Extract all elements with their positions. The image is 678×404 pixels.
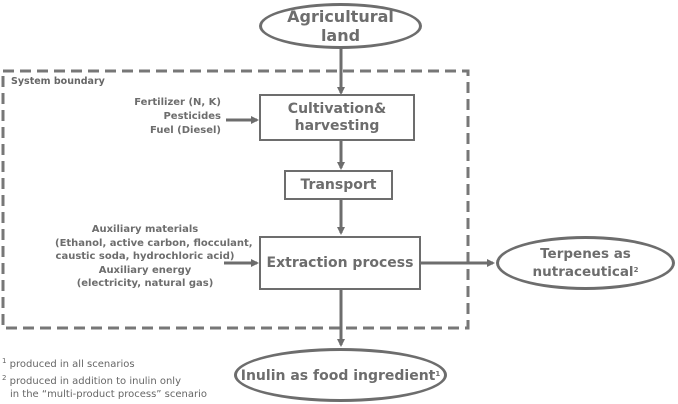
cultivation-harvesting-box: Cultivation& harvesting: [259, 94, 415, 141]
input-pesticides: Pesticides: [163, 111, 221, 122]
agricultural-land-label-line1: Agricultural: [287, 7, 394, 26]
footnote-1-mark: 1: [2, 357, 7, 365]
input-fuel: Fuel (Diesel): [150, 125, 221, 136]
terpenes-label-line1: Terpenes as: [540, 246, 631, 262]
cultivation-label-line2: harvesting: [294, 117, 380, 134]
terpenes-label-line2: nutraceutical: [532, 264, 634, 280]
extraction-process-box: Extraction process: [259, 236, 421, 290]
footnote-2-mark: 2: [2, 373, 7, 382]
input-fertilizer: Fertilizer (N, K): [134, 97, 221, 108]
footnote-1: 1 produced in all scenarios: [2, 355, 207, 372]
extraction-label: Extraction process: [266, 254, 414, 271]
terpenes-node: Terpenes as nutraceutical2: [496, 236, 675, 290]
system-boundary-rect: [1, 69, 470, 330]
agricultural-land-node: Agricultural land: [259, 3, 422, 49]
footnote-2-continuation: in the “multi-product process” scenario: [10, 389, 207, 400]
footnote-1-text: produced in all scenarios: [9, 359, 135, 370]
aux-energy-list: (electricity, natural gas): [76, 278, 214, 289]
footnote-2-text-line1: produced in addition to inulin only: [9, 375, 182, 387]
transport-label: Transport: [300, 176, 377, 193]
aux-materials-heading: Auxiliary materials: [91, 224, 199, 235]
aux-materials-list-line1: (Ethanol, active carbon, flocculant,: [55, 237, 253, 249]
system-boundary-label: System boundary: [11, 76, 105, 87]
extraction-auxiliary-inputs: Auxiliary materials (Ethanol, active car…: [55, 223, 253, 291]
cultivation-inputs: Fertilizer (N, K) Pesticides Fuel (Diese…: [134, 96, 221, 138]
cultivation-label-line1: Cultivation&: [287, 100, 387, 117]
transport-box: Transport: [284, 170, 393, 200]
agricultural-land-label-line2: land: [320, 26, 361, 45]
inulin-footnote-mark: 1: [435, 370, 441, 378]
terpenes-footnote-mark: 2: [633, 266, 639, 274]
aux-energy-heading: Auxiliary energy: [98, 264, 192, 276]
inulin-node: Inulin as food ingredient1: [234, 348, 447, 402]
aux-materials-list-line2: caustic soda, hydrochloric acid): [55, 251, 235, 262]
footnotes: 1 produced in all scenarios 2 produced i…: [2, 355, 207, 402]
footnote-2: 2 produced in addition to inulin only: [2, 372, 207, 389]
inulin-label: Inulin as food ingredient: [240, 368, 436, 384]
